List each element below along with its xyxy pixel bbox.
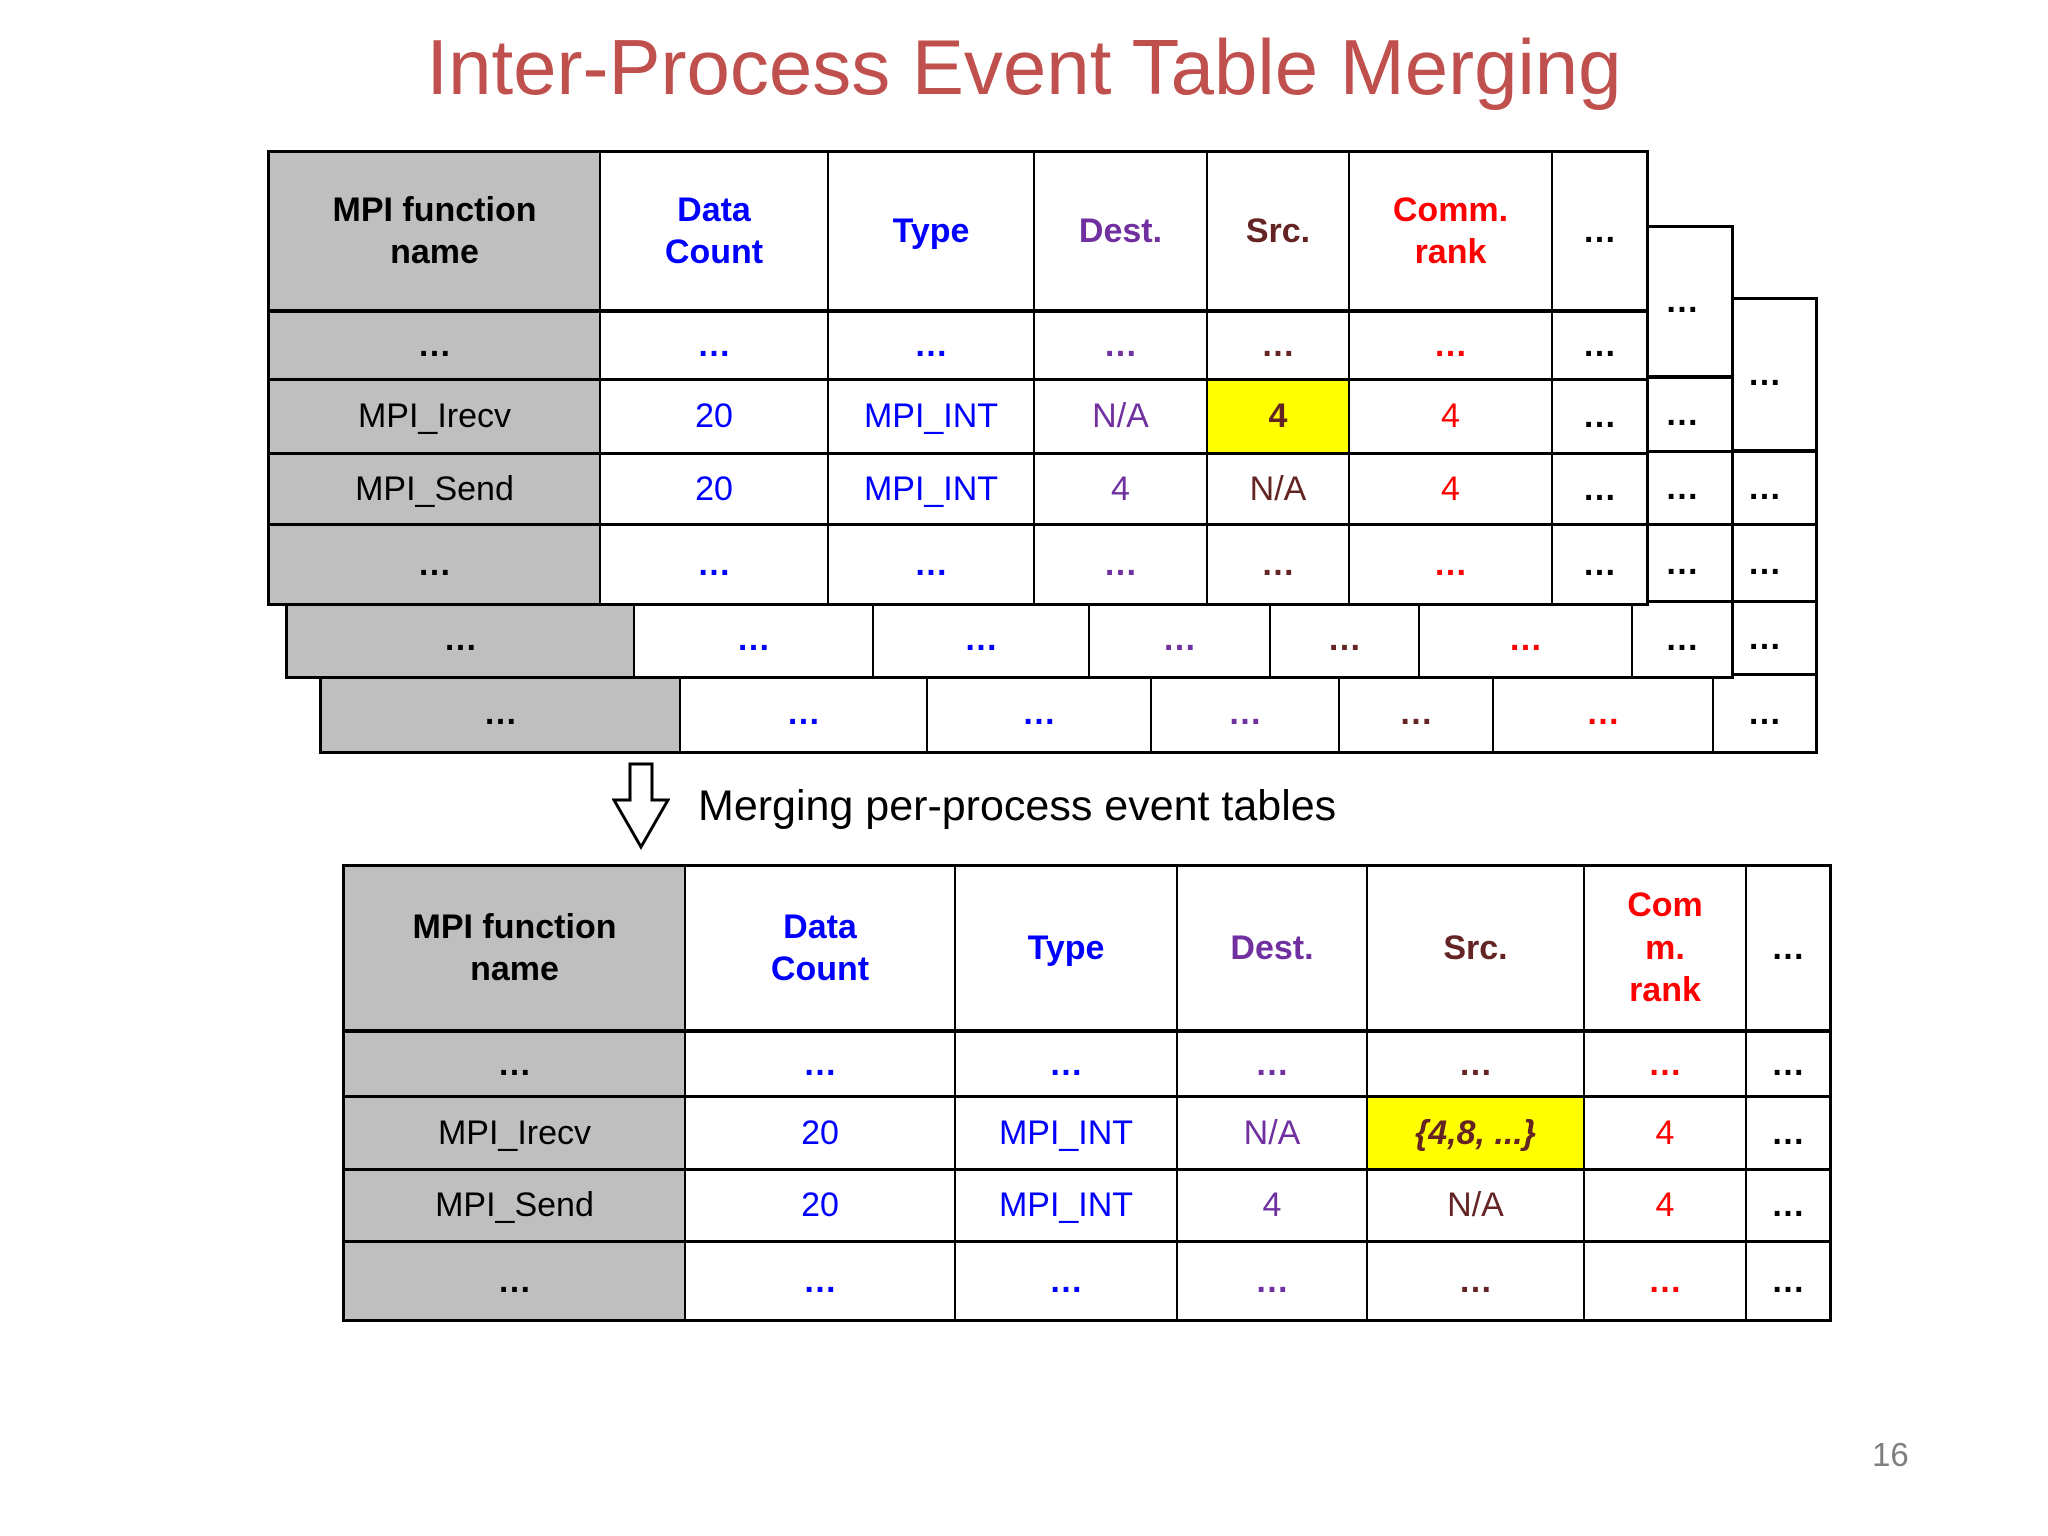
table-cell: … (1747, 1033, 1829, 1098)
table-cell: 20 (601, 381, 829, 455)
table-cell: MPI_INT (829, 381, 1035, 455)
table-cell: … (1208, 526, 1350, 603)
table-cell: … (928, 676, 1152, 751)
col-header-type: Type (829, 153, 1035, 313)
table-cell: MPI_INT (956, 1098, 1178, 1171)
table-cell: 20 (686, 1171, 956, 1243)
table-cell: … (1553, 455, 1646, 526)
table-cell: MPI_INT (956, 1171, 1178, 1243)
table-cell: 4 (1350, 381, 1553, 455)
table-cell: … (1553, 313, 1646, 381)
table-cell: … (1178, 1243, 1368, 1319)
table-cell: … (1350, 526, 1553, 603)
table-cell: … (1633, 379, 1731, 453)
table-cell: … (956, 1033, 1178, 1098)
table-cell: MPI_Send (270, 455, 601, 526)
table-cell: … (1553, 526, 1646, 603)
table-cell: … (1090, 603, 1271, 676)
table-cell: … (270, 313, 601, 381)
slide-title: Inter-Process Event Table Merging (426, 23, 1622, 111)
table-cell: … (1585, 1033, 1747, 1098)
col-header-ellipsis: … (1747, 867, 1829, 1033)
table-cell: 4 (1350, 455, 1553, 526)
table-cell: … (681, 676, 928, 751)
page-number: 16 (1872, 1436, 1909, 1473)
table-cell: … (345, 1033, 686, 1098)
table-cell: … (956, 1243, 1178, 1319)
table-cell: … (1035, 313, 1208, 381)
table-cell: 4 (1035, 455, 1208, 526)
table-cell: … (686, 1033, 956, 1098)
table-cell: … (829, 313, 1035, 381)
table-cell: … (1152, 676, 1340, 751)
table-cell: … (1340, 676, 1494, 751)
table-cell: … (1208, 313, 1350, 381)
table-cell: … (270, 526, 601, 603)
col-header-src: Src. (1368, 867, 1585, 1033)
table-cell: … (1350, 313, 1553, 381)
table-cell: … (1368, 1243, 1585, 1319)
table-cell: … (1714, 676, 1815, 751)
table-cell: N/A (1368, 1171, 1585, 1243)
highlighted-src-value: 4 (1208, 381, 1350, 455)
col-header-mpi-function-name: MPI function name (345, 867, 686, 1033)
col-header-data-count: Data Count (686, 867, 956, 1033)
merged-src-set: {4,8, ...} (1368, 1098, 1585, 1171)
table-cell: MPI_Irecv (345, 1098, 686, 1171)
table-cell: 4 (1178, 1171, 1368, 1243)
table-cell: MPI_Send (345, 1171, 686, 1243)
table-cell: … (322, 676, 681, 751)
table-cell: … (1420, 603, 1633, 676)
col-header-data-count: Data Count (601, 153, 829, 313)
table-cell: N/A (1208, 455, 1350, 526)
table-cell: … (1747, 1171, 1829, 1243)
table-cell: … (1633, 526, 1731, 603)
table-cell: … (1368, 1033, 1585, 1098)
table-cell: … (1553, 381, 1646, 455)
table-cell: 4 (1585, 1098, 1747, 1171)
merge-annotation: Merging per-process event tables (612, 762, 1336, 850)
down-arrow-icon (612, 762, 670, 850)
table-cell: 20 (686, 1098, 956, 1171)
table-cell: N/A (1178, 1098, 1368, 1171)
table-cell: N/A (1035, 381, 1208, 455)
table-cell: … (345, 1243, 686, 1319)
table-cell: … (288, 603, 635, 676)
table-cell: … (686, 1243, 956, 1319)
col-header-mpi-function-name: MPI function name (270, 153, 601, 313)
col-header-comm-rank: Com m. rank (1585, 867, 1747, 1033)
table-cell: … (1494, 676, 1714, 751)
table-cell: … (1633, 603, 1731, 676)
col-header-comm-rank: Comm. rank (1350, 153, 1553, 313)
table-cell: … (1271, 603, 1420, 676)
table-cell: … (601, 526, 829, 603)
table-cell: MPI_INT (829, 455, 1035, 526)
table-cell: 4 (1585, 1171, 1747, 1243)
table-cell: … (635, 603, 874, 676)
table-cell: … (601, 313, 829, 381)
merge-caption: Merging per-process event tables (698, 781, 1337, 830)
col-header-src: Src. (1208, 153, 1350, 313)
table-cell: 20 (601, 455, 829, 526)
col-header-type: Type (956, 867, 1178, 1033)
table-cell: … (1747, 1098, 1829, 1171)
table-cell: … (874, 603, 1090, 676)
col-header-ellipsis: … (1553, 153, 1646, 313)
table-cell: … (1633, 228, 1731, 379)
table-cell: … (1178, 1033, 1368, 1098)
table-cell: … (1585, 1243, 1747, 1319)
table-cell: … (1633, 453, 1731, 526)
table-cell: … (1035, 526, 1208, 603)
table-cell: … (829, 526, 1035, 603)
col-header-dest: Dest. (1178, 867, 1368, 1033)
col-header-dest: Dest. (1035, 153, 1208, 313)
table-cell: MPI_Irecv (270, 381, 601, 455)
table-cell: … (1747, 1243, 1829, 1319)
